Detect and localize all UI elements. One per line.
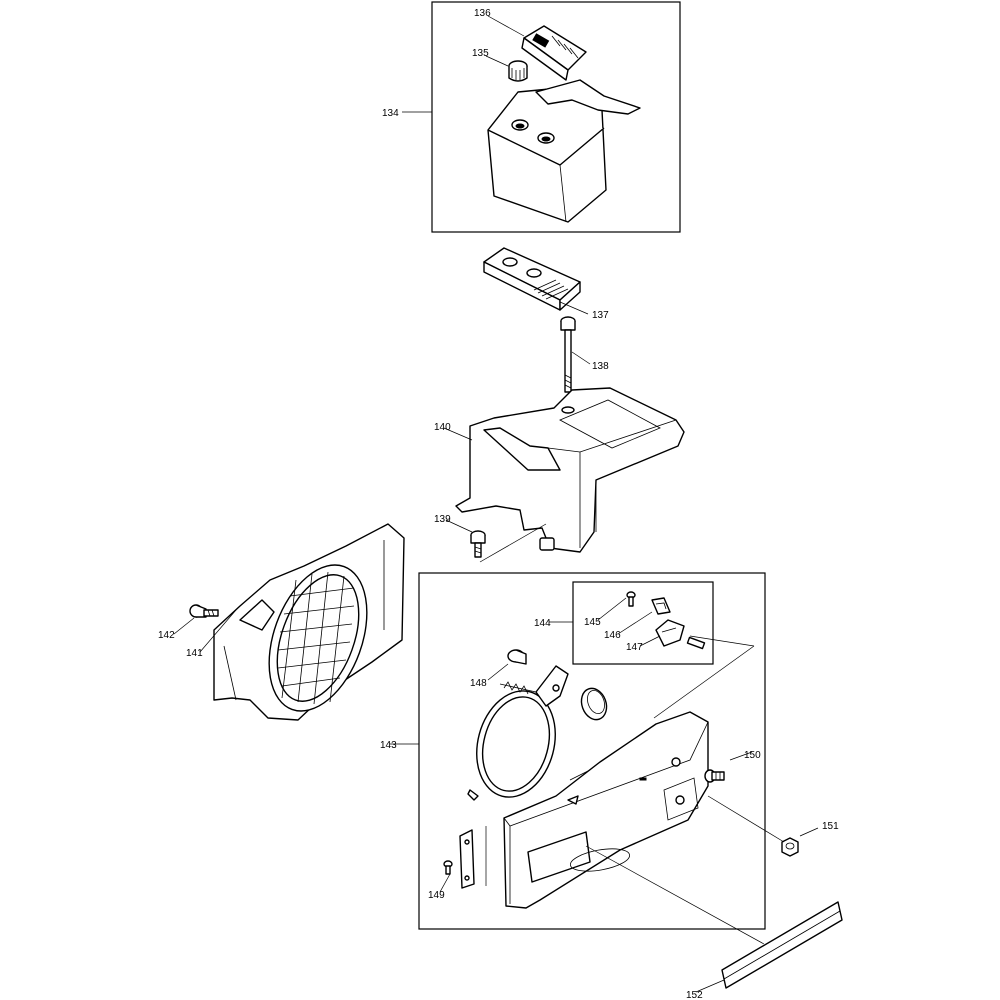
part-147-lever[interactable] [655,619,706,650]
part-152-label[interactable] [721,901,843,989]
callout-144: 144 [534,618,551,629]
callout-143: 143 [380,740,397,751]
part-140-top-cover[interactable] [455,387,685,553]
callout-148: 148 [470,678,487,689]
callout-138: 138 [592,361,609,372]
group-box-143 [418,572,766,930]
part-145-screw[interactable] [626,591,636,607]
callout-136: 136 [474,8,491,19]
callout-134: 134 [382,108,399,119]
callout-145: 145 [584,617,601,628]
part-138-long-bolt[interactable] [560,316,576,393]
group-box-144 [572,581,714,665]
callout-141: 141 [186,648,203,659]
part-151-nut[interactable] [781,837,799,857]
part-149-plate[interactable] [459,829,475,889]
part-150-bolt[interactable] [704,769,725,783]
callout-labels: 136 135 134 137 138 140 139 142 141 144 … [158,8,839,1000]
callout-135: 135 [472,48,489,59]
chain-brake-cover[interactable] [503,711,709,909]
part-137-plate[interactable] [483,247,581,311]
callout-150: 150 [744,750,761,761]
callout-139: 139 [434,514,451,525]
part-139-screw[interactable] [470,530,486,558]
part-142-bolt[interactable] [189,604,219,618]
part-141-fan-housing[interactable] [213,523,405,724]
part-135-knob[interactable] [508,60,528,82]
callout-149: 149 [428,890,445,901]
part-148-pin[interactable] [507,649,527,665]
callout-147: 147 [626,642,643,653]
callout-151: 151 [822,821,839,832]
group-box-134 [431,1,681,233]
part-136-filter-element[interactable] [521,25,587,81]
part-149-screw[interactable] [443,860,453,875]
callout-152: 152 [686,990,703,1000]
brake-band[interactable] [465,665,569,806]
callout-137: 137 [592,310,609,321]
callout-146: 146 [604,630,621,641]
part-134-air-cleaner-cover[interactable] [487,79,641,223]
callout-140: 140 [434,422,451,433]
leader-lines [173,15,819,993]
part-146-clip[interactable] [651,597,671,615]
callout-142: 142 [158,630,175,641]
spring-coil[interactable] [577,685,610,723]
